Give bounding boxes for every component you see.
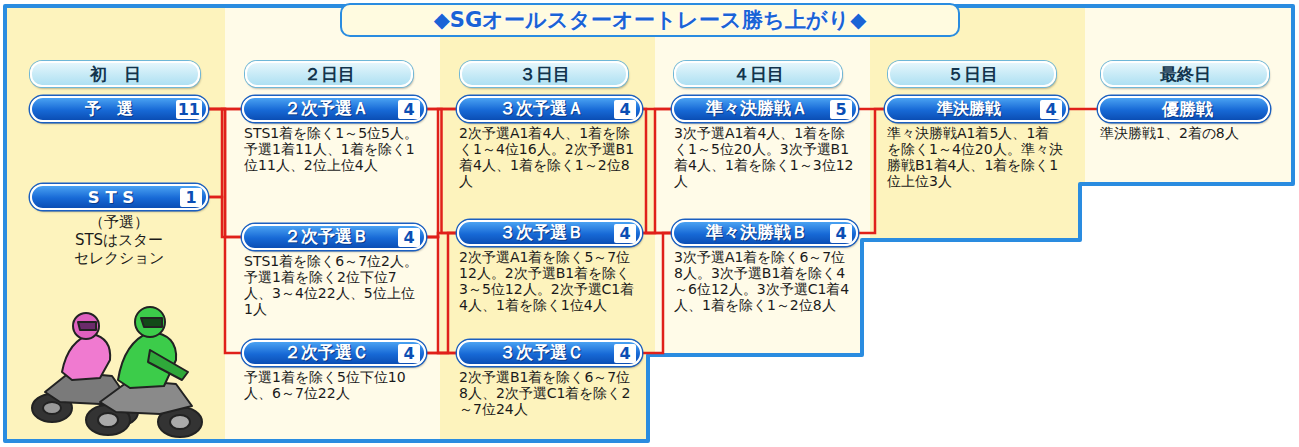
qualifier-text: 準々決勝戦A1着5人、1着を除く1～4位20人。準々決勝戦B1着4人、1着を除く… xyxy=(887,125,1063,189)
day-header: ３日目 xyxy=(460,61,628,87)
connector-line xyxy=(426,237,457,353)
race-box: 準々決勝戦Ｂ4 xyxy=(672,220,858,246)
race-name: ３次予選Ａ xyxy=(469,98,614,120)
race-name: ２次予選Ｃ xyxy=(254,342,398,364)
day-label: ５日目 xyxy=(947,63,998,86)
race-name: S T S xyxy=(42,188,180,207)
qualifier-text: STS1着を除く1～5位5人。予選1着11人、1着を除く1位11人、2位上位4人 xyxy=(244,125,422,173)
race-box: 準々決勝戦Ａ5 xyxy=(672,96,858,122)
day-label: 初 日 xyxy=(90,63,141,86)
race-name: ３次予選Ｃ xyxy=(469,342,614,364)
qualifier-text: 3次予選A1着を除く6～7位8人。3次予選B1着を除く4～6位12人。3次予選C… xyxy=(674,249,854,313)
race-box: 予 選11 xyxy=(30,96,208,122)
race-count: 4 xyxy=(398,344,420,363)
race-name: ２次予選Ｂ xyxy=(254,226,398,248)
rider-illustration xyxy=(32,307,202,437)
race-box: 優勝戦 xyxy=(1098,96,1270,122)
race-box: ２次予選Ｂ4 xyxy=(242,224,426,250)
day-label: ３日目 xyxy=(519,63,570,86)
qualifier-text: 3次予選A1着4人、1着を除く1～5位20人。3次予選B1着4人、1着を除く1～… xyxy=(674,125,854,189)
note-text: （予選） STSはスター セレクション xyxy=(54,213,184,267)
race-name: ３次予選Ｂ xyxy=(469,222,614,244)
panel-outline xyxy=(5,6,1293,441)
connector-line xyxy=(426,109,457,237)
race-count: 5 xyxy=(830,100,852,119)
race-count: 4 xyxy=(398,100,420,119)
day-header: 最終日 xyxy=(1101,61,1269,87)
race-count: 4 xyxy=(398,228,420,247)
race-count: 1 xyxy=(180,188,202,207)
qualifier-text: STS1着を除く6～7位2人。予選1着を除く2位下位7人、3～4位22人、5位上… xyxy=(244,253,422,317)
race-name: 優勝戦 xyxy=(1110,98,1264,121)
race-box: ３次予選Ｃ4 xyxy=(457,340,642,366)
connector-line xyxy=(208,197,242,237)
race-count: 4 xyxy=(614,344,636,363)
race-name: 予 選 xyxy=(42,98,176,120)
race-name: 準決勝戦 xyxy=(897,98,1040,120)
qualifier-text: 2次予選B1着を除く6～7位8人、2次予選C1着を除く2～7位24人 xyxy=(459,369,639,417)
connector-line xyxy=(426,109,457,233)
race-box: ３次予選Ｂ4 xyxy=(457,220,642,246)
connector-line xyxy=(1068,108,1098,111)
connector-line xyxy=(426,233,457,353)
qualifier-text: 2次予選A1着4人、1着を除く1～4位16人。2次予選B1着4人、1着を除く1～… xyxy=(459,125,639,189)
race-name: 準々決勝戦Ａ xyxy=(684,98,830,120)
race-box: 準決勝戦4 xyxy=(885,96,1068,122)
race-name: ２次予選Ａ xyxy=(254,98,398,120)
day-header: ４日目 xyxy=(674,61,842,87)
connector-line xyxy=(642,233,672,353)
race-name: 準々決勝戦Ｂ xyxy=(684,222,830,244)
race-count: 4 xyxy=(830,224,852,243)
qualifier-text: 準決勝戦1、2着の8人 xyxy=(1100,125,1272,141)
qualifier-text: 2次予選A1着を除く5～7位12人。2次予選B1着を除く3～5位12人。2次予選… xyxy=(459,249,639,313)
race-box: ２次予選Ａ4 xyxy=(242,96,426,122)
connector-line xyxy=(426,352,457,355)
race-count: 11 xyxy=(176,100,202,119)
race-count: 4 xyxy=(1040,100,1062,119)
race-count: 4 xyxy=(614,224,636,243)
connector-line xyxy=(208,109,242,353)
connector-line xyxy=(642,109,672,233)
connector-line xyxy=(642,109,672,233)
day-label: 最終日 xyxy=(1160,63,1211,86)
race-box: ２次予選Ｃ4 xyxy=(242,340,426,366)
day-label: ２日目 xyxy=(304,63,355,86)
connector-line xyxy=(208,109,242,197)
race-box: S T S1 xyxy=(30,184,208,210)
race-box: ３次予選Ａ4 xyxy=(457,96,642,122)
qualifier-text: 予選1着を除く5位下位10人、6～7位22人 xyxy=(244,369,422,401)
day-header: ５日目 xyxy=(888,61,1056,87)
day-header: 初 日 xyxy=(30,61,200,87)
race-count: 4 xyxy=(614,100,636,119)
title-banner: ◆SGオールスターオートレース勝ち上がり◆ xyxy=(340,3,960,37)
connector-line xyxy=(858,109,885,233)
day-label: ４日目 xyxy=(733,63,784,86)
title-text: ◆SGオールスターオートレース勝ち上がり◆ xyxy=(434,6,867,34)
day-header: ２日目 xyxy=(245,61,413,87)
